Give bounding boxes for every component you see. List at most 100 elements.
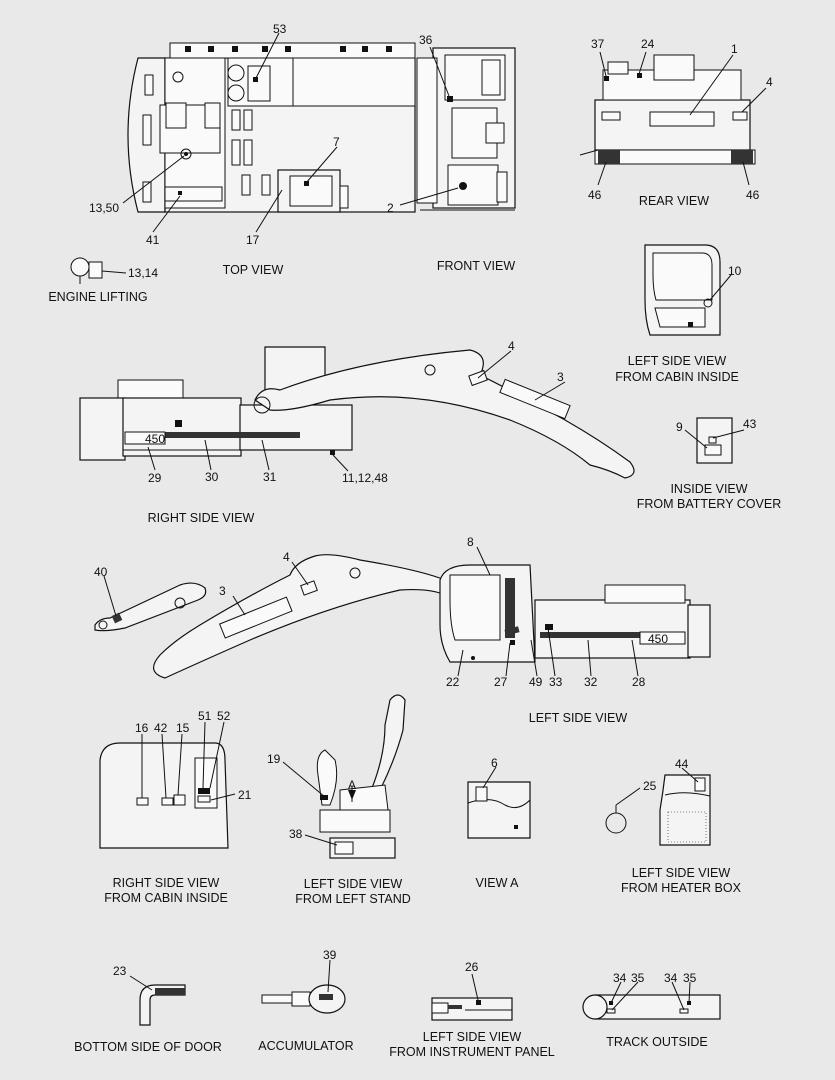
callout-19: 19 — [267, 752, 281, 766]
callout-29: 29 — [148, 471, 162, 485]
left-stand-seat-drawing — [316, 694, 406, 859]
heater-box-drawing — [605, 774, 711, 846]
callout-23: 23 — [113, 964, 127, 978]
caption-rear-view: REAR VIEW — [639, 194, 709, 208]
callout-35-left: 35 — [631, 971, 645, 985]
callout-26: 26 — [465, 960, 479, 974]
callout-13-14: 13,14 — [128, 266, 158, 280]
callout-8: 8 — [467, 535, 474, 549]
callout-16: 16 — [135, 721, 149, 735]
caption-track-outside: TRACK OUTSIDE — [606, 1035, 707, 1049]
callout-34-right: 34 — [664, 971, 678, 985]
callout-46-left: 46 — [588, 188, 602, 202]
callout-40: 40 — [94, 565, 108, 579]
callout-1: 1 — [731, 42, 738, 56]
caption-heater-1: LEFT SIDE VIEW — [632, 866, 731, 880]
callout-28: 28 — [632, 675, 646, 689]
callout-13-50: 13,50 — [89, 201, 119, 215]
top-view-leaders — [122, 32, 338, 233]
callout-3-right-side: 3 — [557, 370, 564, 384]
leader-2 — [399, 187, 459, 206]
callout-3-left-side: 3 — [219, 584, 226, 598]
right-cabin-inside-drawing — [99, 742, 229, 849]
caption-left-side-view: LEFT SIDE VIEW — [529, 711, 628, 725]
leader-43 — [712, 429, 745, 439]
callout-41: 41 — [146, 233, 160, 247]
callout-42: 42 — [154, 721, 168, 735]
view-a-marker: A — [348, 778, 356, 792]
callout-22: 22 — [446, 675, 460, 689]
front-view-drawing — [416, 47, 516, 211]
door-bottom-drawing — [139, 984, 186, 1026]
callout-2: 2 — [387, 201, 394, 215]
caption-engine-lifting: ENGINE LIFTING — [48, 290, 147, 304]
callout-27: 27 — [494, 675, 508, 689]
track-outside-leaders — [610, 981, 691, 1011]
callout-7: 7 — [333, 135, 340, 149]
leader-38 — [304, 834, 338, 846]
leader-44 — [681, 767, 699, 783]
callout-9: 9 — [676, 420, 683, 434]
cabin-left-inside-drawing — [644, 244, 721, 336]
left-side-view-drawing: 450 — [153, 554, 711, 679]
callout-43: 43 — [743, 417, 757, 431]
callout-33: 33 — [549, 675, 563, 689]
engine-lifting-drawing — [70, 257, 127, 284]
callout-38: 38 — [289, 827, 303, 841]
caption-instrument-2: FROM INSTRUMENT PANEL — [389, 1045, 555, 1059]
arm-attachment-drawing — [94, 582, 207, 632]
caption-front-view: FRONT VIEW — [437, 259, 515, 273]
battery-cover-drawing — [696, 417, 733, 464]
callout-17: 17 — [246, 233, 260, 247]
top-view-drawing — [127, 42, 416, 213]
callout-32: 32 — [584, 675, 598, 689]
callout-4-rear: 4 — [766, 75, 773, 89]
right-cabin-inside-leaders — [141, 721, 236, 801]
callout-46-right: 46 — [746, 188, 760, 202]
rear-view-leaders — [597, 51, 767, 186]
view-a-drawing — [467, 781, 531, 839]
callout-25: 25 — [643, 779, 657, 793]
caption-battery-2: FROM BATTERY COVER — [637, 497, 781, 511]
caption-view-a: VIEW A — [475, 876, 519, 890]
callout-15: 15 — [176, 721, 190, 735]
caption-right-cabin-1: RIGHT SIDE VIEW — [113, 876, 220, 890]
caption-battery-1: INSIDE VIEW — [670, 482, 747, 496]
callout-49: 49 — [529, 675, 543, 689]
callout-39: 39 — [323, 948, 337, 962]
leader-26 — [471, 973, 479, 1001]
caption-accumulator: ACCUMULATOR — [258, 1039, 353, 1053]
left-side-view-leaders — [232, 546, 639, 677]
callout-4-left-side: 4 — [283, 550, 290, 564]
leader-36 — [429, 46, 450, 97]
track-outside-drawing — [582, 994, 721, 1020]
caption-left-stand-2: FROM LEFT STAND — [295, 892, 411, 906]
caption-left-stand-1: LEFT SIDE VIEW — [304, 877, 403, 891]
caption-left-cabin-2: FROM CABIN INSIDE — [615, 370, 739, 384]
caption-heater-2: FROM HEATER BOX — [621, 881, 742, 895]
leader-39 — [327, 959, 331, 993]
callout-6: 6 — [491, 756, 498, 770]
leader-19 — [282, 761, 326, 798]
callout-31: 31 — [263, 470, 277, 484]
instrument-panel-drawing — [431, 997, 513, 1021]
rear-view-drawing — [579, 54, 756, 165]
caption-door: BOTTOM SIDE OF DOOR — [74, 1040, 222, 1054]
callout-10: 10 — [728, 264, 742, 278]
callout-11-12-48: 11,12,48 — [342, 471, 388, 485]
callout-24: 24 — [641, 37, 655, 51]
caption-instrument-1: LEFT SIDE VIEW — [423, 1030, 522, 1044]
callout-30: 30 — [205, 470, 219, 484]
callout-34-left: 34 — [613, 971, 627, 985]
left-side-model-badge: 450 — [648, 632, 668, 646]
leader-9 — [684, 429, 708, 449]
callout-36: 36 — [419, 33, 433, 47]
right-side-view-leaders — [147, 350, 566, 472]
leader-6 — [482, 766, 497, 789]
leader-23 — [129, 975, 153, 991]
callout-53: 53 — [273, 22, 287, 36]
callout-52: 52 — [217, 709, 231, 723]
callout-21: 21 — [238, 788, 252, 802]
caption-right-side-view: RIGHT SIDE VIEW — [148, 511, 255, 525]
